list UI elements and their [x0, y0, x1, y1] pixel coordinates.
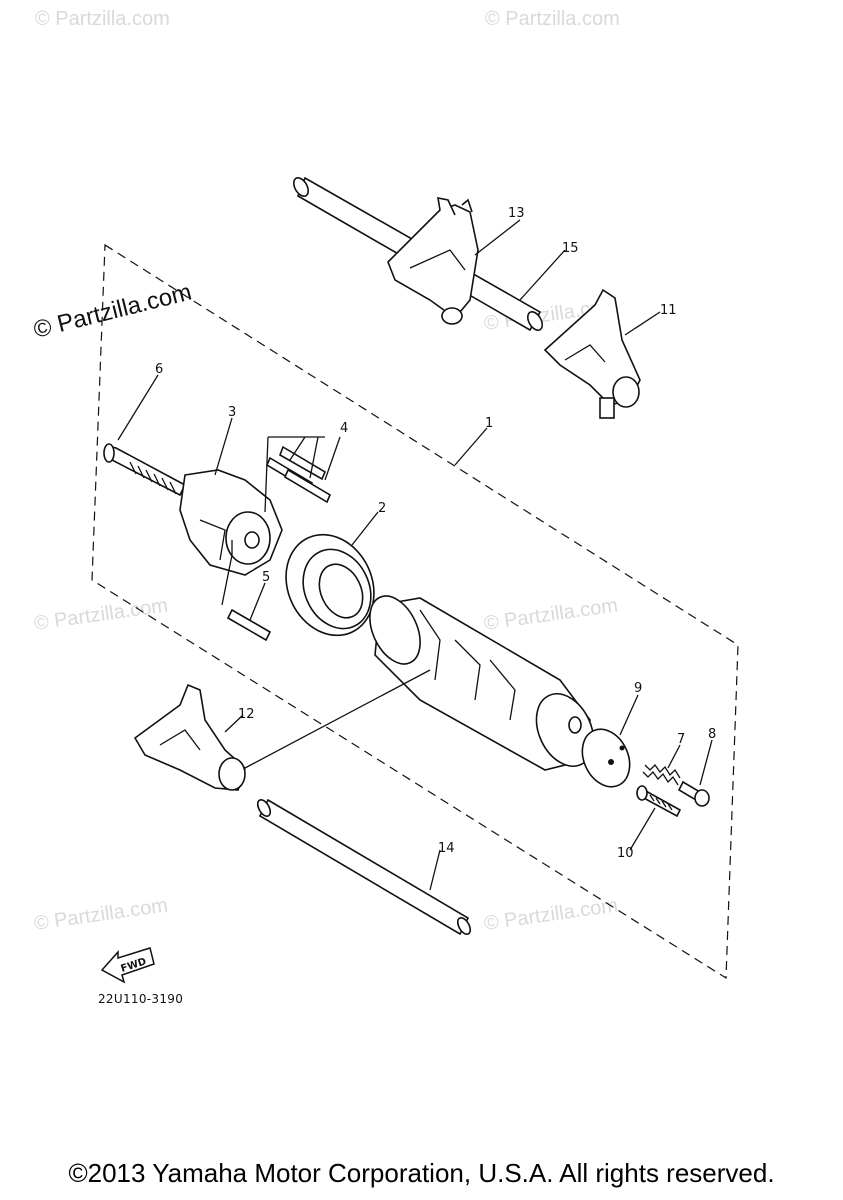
spring-7 — [642, 763, 681, 786]
watermark: © Partzilla.com — [35, 8, 170, 30]
callout-14: 14 — [438, 841, 455, 856]
watermark: © Partzilla.com — [33, 894, 170, 935]
bolt-6 — [103, 443, 187, 497]
plate-9 — [581, 728, 631, 788]
callout-3: 3 — [228, 405, 236, 420]
callout-leaders — [117, 219, 713, 891]
copyright-notice: ©2013 Yamaha Motor Corporation, U.S.A. A… — [68, 1158, 775, 1188]
watermark: © Partzilla.com — [31, 279, 194, 344]
callout-10: 10 — [617, 846, 634, 861]
bearing-2 — [285, 533, 375, 637]
shift-drum-segment-3 — [179, 469, 283, 576]
watermark: © Partzilla.com — [485, 8, 620, 30]
callout-4: 4 — [340, 421, 348, 436]
callout-2: 2 — [378, 501, 386, 516]
callout-9: 9 — [634, 681, 642, 696]
callout-12: 12 — [238, 707, 255, 722]
watermark: © Partzilla.com — [483, 594, 620, 635]
plunger-8 — [677, 780, 710, 807]
pins-4 — [265, 445, 332, 504]
assembly-boundary — [91, 243, 739, 980]
callout-11: 11 — [660, 303, 677, 318]
shift-drum — [369, 595, 595, 771]
watermark: © Partzilla.com — [33, 594, 170, 635]
callout-15: 15 — [562, 241, 579, 256]
shift-fork-11 — [543, 288, 641, 419]
diagram-code: 22U110-3190 — [98, 992, 184, 1006]
callout-numbers: 1 2 3 4 5 6 7 8 9 10 11 12 13 14 15 — [155, 206, 716, 861]
shift-fork-12 — [133, 683, 246, 791]
fwd-arrow-icon: FWD — [100, 947, 155, 984]
callout-5: 5 — [262, 570, 270, 585]
watermark: © Partzilla.com — [483, 894, 620, 935]
shift-fork-shaft-14 — [256, 798, 472, 936]
callout-8: 8 — [708, 727, 716, 742]
callout-7: 7 — [677, 732, 685, 747]
pin-5 — [226, 608, 272, 642]
leader-line-12-drum — [244, 669, 431, 769]
callout-1: 1 — [485, 416, 493, 431]
screw-10 — [636, 785, 682, 818]
callout-6: 6 — [155, 362, 163, 377]
shift-fork-13 — [387, 196, 479, 325]
callout-13: 13 — [508, 206, 525, 221]
